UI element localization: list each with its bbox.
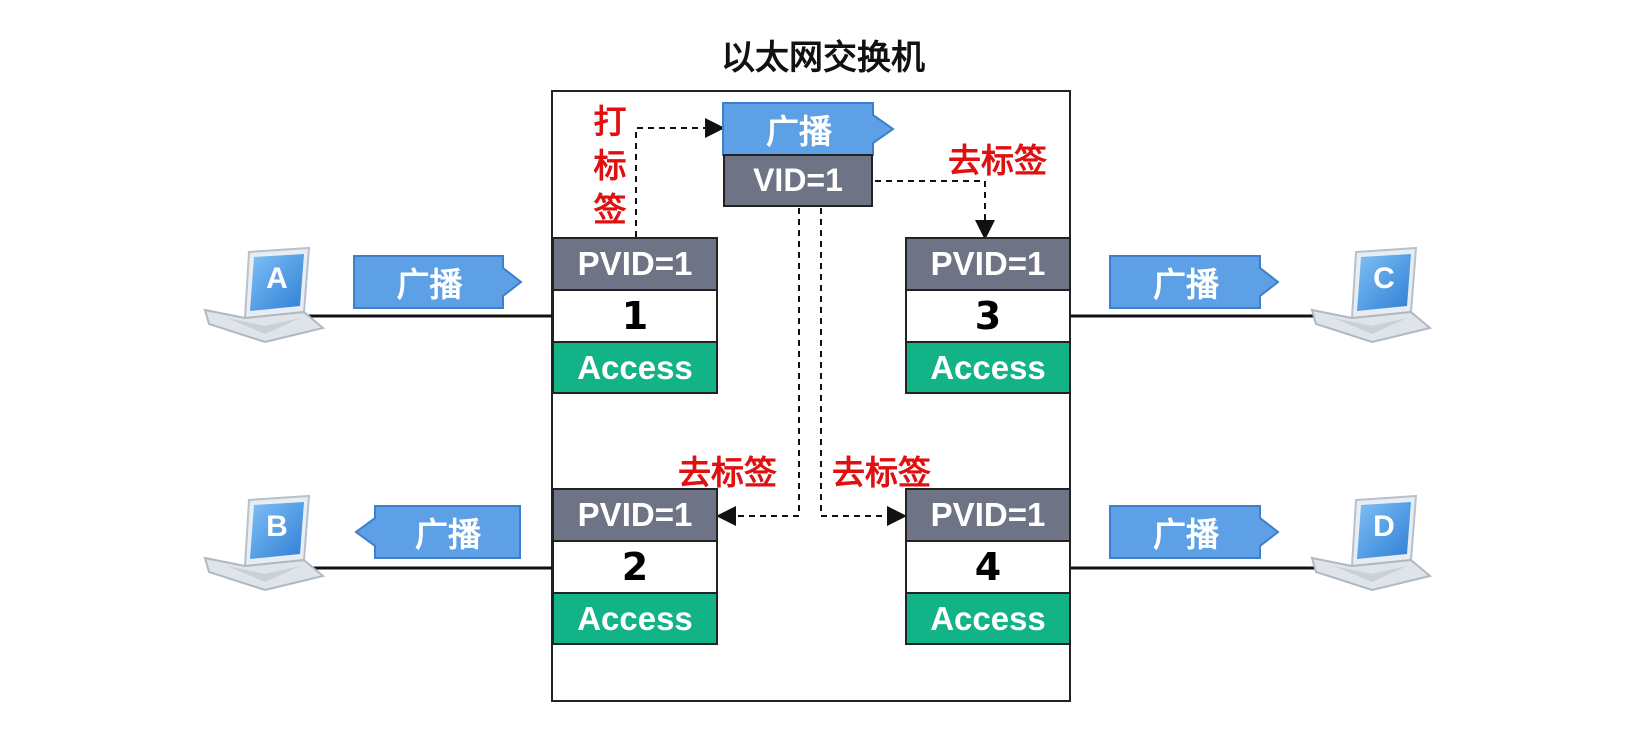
vid-tag: VID=1 xyxy=(723,154,873,207)
port-number: 2 xyxy=(554,542,716,594)
untag-annotation-4: 去标签 xyxy=(832,453,931,492)
laptop-icon-d xyxy=(1310,494,1433,592)
port-pvid: PVID=1 xyxy=(554,239,716,291)
tag-char: 标 xyxy=(593,146,627,185)
broadcast-arrow-a-shape xyxy=(353,255,523,309)
switch-box xyxy=(551,90,1071,702)
port-number: 4 xyxy=(907,542,1069,594)
untag-annotation-3: 去标签 xyxy=(948,141,1047,180)
diagram-title: 以太网交换机 xyxy=(721,38,925,78)
host-label-c: C xyxy=(1373,262,1395,295)
tag-path xyxy=(635,118,725,237)
untag-path-2 xyxy=(716,208,800,526)
broadcast-label-b: 广播 xyxy=(415,515,481,554)
port-pvid: PVID=1 xyxy=(554,490,716,542)
untag-path-3 xyxy=(875,180,995,240)
tag-char: 打 xyxy=(593,102,627,141)
port-number: 1 xyxy=(554,291,716,343)
port-mode: Access xyxy=(907,343,1069,392)
port-2: PVID=1 2 Access xyxy=(552,488,718,645)
tag-annotation: 打 标 签 xyxy=(590,100,630,232)
port-3: PVID=1 3 Access xyxy=(905,237,1071,394)
untag-annotation-2: 去标签 xyxy=(678,453,777,492)
broadcast-label-a: 广播 xyxy=(396,265,463,304)
host-label-d: D xyxy=(1373,510,1395,543)
host-label-b: B xyxy=(266,510,288,543)
port-mode: Access xyxy=(907,594,1069,643)
broadcast-arrow-c-shape xyxy=(1109,255,1280,309)
laptop-icon-a xyxy=(203,246,326,344)
port-number: 3 xyxy=(907,291,1069,343)
laptop-icon-c xyxy=(1310,246,1433,344)
host-label-a: A xyxy=(266,262,288,295)
broadcast-arrow-b-shape xyxy=(354,505,521,559)
untag-path-4 xyxy=(820,208,907,526)
port-pvid: PVID=1 xyxy=(907,490,1069,542)
laptop-icon-b xyxy=(203,494,326,592)
tag-char: 签 xyxy=(593,190,627,229)
broadcast-label-top: 广播 xyxy=(766,112,832,151)
port-1: PVID=1 1 Access xyxy=(552,237,718,394)
port-mode: Access xyxy=(554,594,716,643)
broadcast-label-d: 广播 xyxy=(1153,515,1219,554)
port-mode: Access xyxy=(554,343,716,392)
port-pvid: PVID=1 xyxy=(907,239,1069,291)
port-4: PVID=1 4 Access xyxy=(905,488,1071,645)
broadcast-arrow-d-shape xyxy=(1109,505,1280,559)
broadcast-label-c: 广播 xyxy=(1153,265,1219,304)
